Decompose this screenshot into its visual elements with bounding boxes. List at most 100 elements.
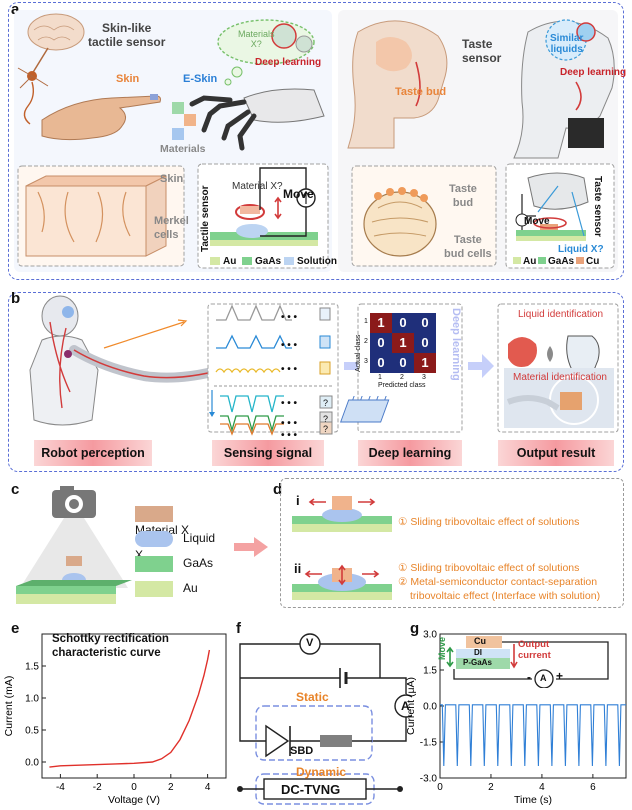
panel-c-label: c [11,481,20,498]
panel-c-legend: Material X Liquid X GaAs Au [135,505,225,605]
sensing-signal-box [207,303,339,433]
dctvng-label: DC-TVNG [281,782,341,797]
matrix-cell: 0 [370,353,392,373]
taste-bud-cells-illustration [363,187,437,257]
liquid-x-swatch [135,530,173,547]
matrix-ytick-1: 1 [364,318,368,325]
deep-learning-side-label: Deep learning [450,308,462,381]
taste-ammeter-icon [515,213,529,227]
y-tick-label: 3.0 [423,630,437,641]
legend-gaas-ii: GaAs [548,256,575,267]
legend-au-i: Au [223,256,237,267]
material-x-block [66,556,82,566]
panel-d-illustration [292,496,392,600]
matrix-ytick-2: 2 [364,338,368,345]
skin-label: Skin [116,73,140,85]
deep-learning-label-ii: Deep learning [560,67,627,78]
taste-bud-cells-label: Taste bud cells [444,234,492,260]
d-i-label: i [296,493,300,508]
matrix-cell: 0 [392,353,414,373]
y-tick-label: -3.0 [420,774,438,785]
g-move-arrow [446,646,454,668]
d-ii-text-1: ① Sliding tribovoltaic effect of solutio… [398,562,580,574]
tactile-material-ring [235,204,265,220]
merkel-cells-label: Merkel cells [154,215,189,241]
stage-deep-learning: Deep learning [358,440,462,466]
matrix-xtick-2: 2 [400,374,404,381]
legend-gaas: GaAs [135,555,225,580]
material-cube-blue [172,128,184,140]
panel-g-label: g [410,620,420,637]
signal-dots-2: • • • [281,340,298,351]
flow-arrow-2 [468,354,494,378]
signal-dots-3: • • • [281,364,298,375]
x-tick-label: 2 [488,782,494,793]
matrix-cell: 0 [414,333,436,353]
panel-d-box [280,478,624,608]
gaas-layer [16,580,132,586]
move-label-ii: Move [524,216,550,227]
taste-bud-label: Taste bud [395,86,447,98]
liquid-identification-label: Liquid identification [518,309,604,320]
tactile-solution-drop [236,224,268,238]
sliding-diagram-ii [292,564,392,600]
unknown-mark-3: ? [323,424,329,434]
matrix-ylabel: Actual class [355,334,362,372]
panel-b-label: b [11,290,21,307]
material-cube-green [172,102,184,114]
deep-learning-label-i: Deep learning [255,57,322,68]
g-pgaas-label: P-GaAs [463,658,492,667]
matrix-cell: 1 [370,313,392,333]
x-axis-label: Time (s) [514,794,552,806]
human-head-icon [347,20,448,149]
panel-b [8,292,624,472]
liquid-signal-traces [215,304,292,374]
tactile-move-arrow [274,196,282,220]
g-output-current-label: Output current [518,639,551,661]
liquid-x-label: Liquid X? [558,244,604,255]
inset-taste-bud-label: Taste bud [449,183,477,209]
signal-dots-6: • • • [281,430,298,441]
au-swatch [135,580,173,597]
panel-a-illustration [14,10,618,272]
c-to-d-arrow [234,537,268,557]
resistor-icon [320,735,352,747]
g-ammeter-icon [534,669,554,688]
legend-au: Au [135,580,225,605]
material-cube-orange [184,114,196,126]
panel-d-label: d [273,481,283,498]
matrix-xtick-3: 3 [422,374,426,381]
matrix-cell: 1 [392,333,414,353]
x-axis-label: Voltage (V) [108,794,160,806]
y-tick-label: 1.5 [423,666,437,677]
unknown-mark-2: ? [323,414,329,424]
matrix-xtick-1: 1 [378,374,382,381]
g-move-label: Move [437,636,447,660]
x-tick-label: 4 [539,782,545,793]
output-current-arrow [510,644,518,669]
human-hand-icon [41,95,161,141]
circuit-diagram [237,633,412,805]
camera-view-cone [20,518,128,588]
d-ii-label: ii [294,561,302,576]
skin-like-title: Skin-like tactile sensor [88,21,166,49]
d-i-text: ① Sliding tribovoltaic effect of solutio… [398,516,580,528]
current-pulse-line [440,704,626,767]
sbd-label: SBD [290,745,314,757]
y-tick-label: 0.0 [423,702,437,713]
material-x-swatch [135,505,173,522]
matrix-xlabel: Predicted class [378,382,426,389]
g-pgaas-layer [456,658,510,669]
legend-au-ii: Au [523,256,537,267]
x-tick-label: -2 [93,782,102,793]
stage-robot-perception: Robot perception [34,440,152,466]
legend-material-x: Material X [135,505,225,537]
y-tick-label: -1.5 [420,738,438,749]
matrix-cell: 0 [370,333,392,353]
inset-skin-label: Skin [160,173,184,185]
x-tick-label: 6 [590,782,596,793]
g-inset-device [446,636,609,688]
x-tick-label: 0 [437,782,443,793]
